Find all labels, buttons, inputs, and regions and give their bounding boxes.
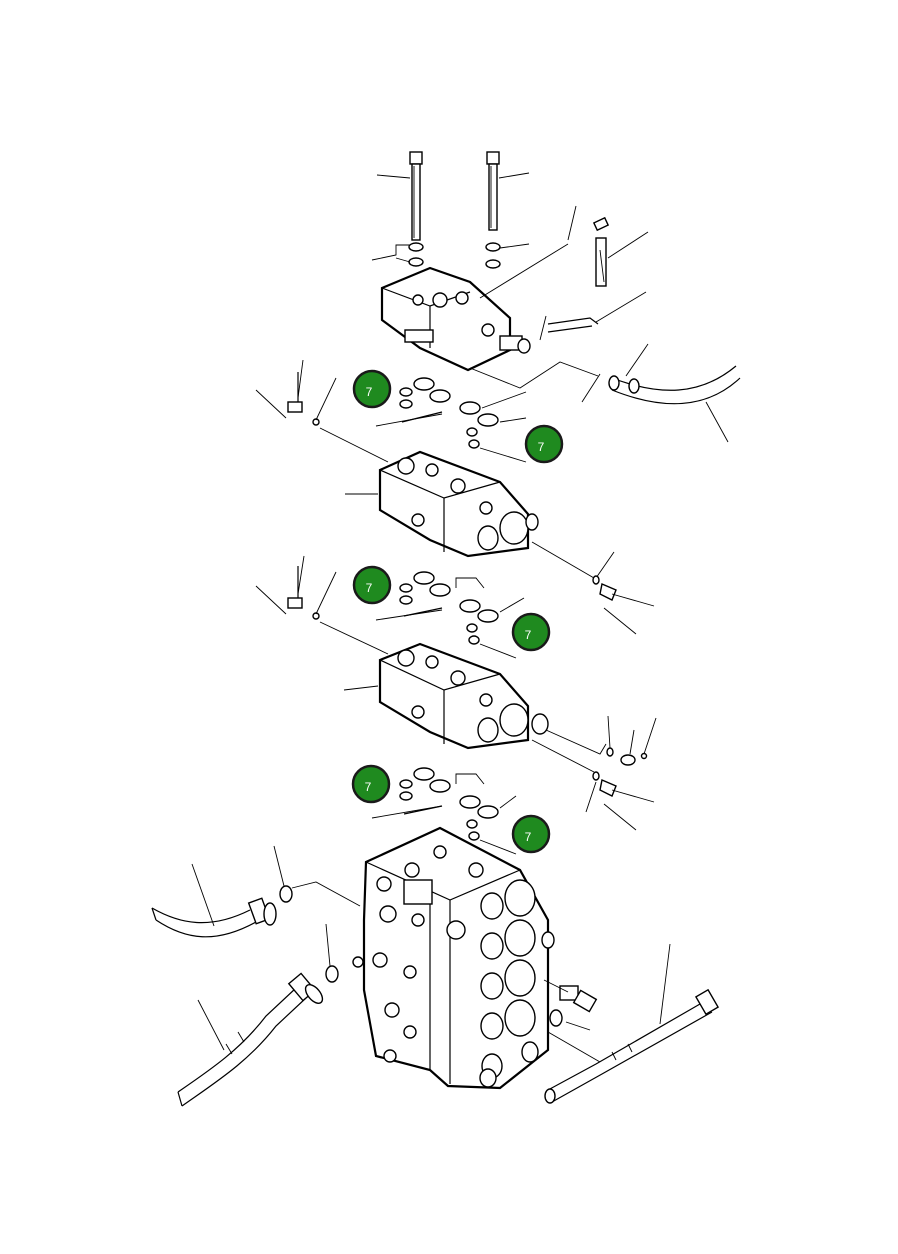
svg-text:7: 7 (365, 780, 372, 794)
top-bolt-right (486, 151, 500, 231)
svg-text:7: 7 (525, 830, 532, 844)
section1-seals (399, 377, 499, 449)
side-fitting-1 (592, 575, 655, 635)
left-hose-lower (177, 923, 364, 1107)
top-hose-assembly (469, 216, 741, 405)
callout-badge-7[interactable]: 7 (524, 424, 564, 464)
side-fitting-2 (585, 715, 657, 831)
svg-text:7: 7 (538, 440, 545, 454)
svg-text:7: 7 (525, 628, 532, 642)
callout-badge-7[interactable]: 7 (511, 612, 551, 652)
section3-seals (399, 767, 499, 841)
right-hose-lower (544, 943, 720, 1104)
section2-leader-lines (255, 555, 607, 773)
section2-fitting-left (287, 566, 320, 620)
callout-badge-7[interactable]: 7 (352, 565, 392, 605)
section1-valve-block (378, 450, 539, 558)
section3-leader-lines (371, 773, 517, 855)
top-cover-valve-body (380, 266, 531, 372)
section2-seals (399, 571, 499, 645)
section1-leader-lines (255, 359, 615, 579)
svg-text:7: 7 (366, 581, 373, 595)
main-control-valve-body (362, 826, 555, 1090)
callout-badge-7[interactable]: 7 (511, 814, 551, 854)
right-elbow-fitting (543, 979, 598, 1031)
section2-valve-block (378, 642, 549, 750)
top-washers (408, 242, 501, 269)
top-bolt-left (409, 151, 423, 241)
left-hose-upper (151, 845, 361, 938)
top-leader-lines (371, 172, 729, 443)
callout-badge-7[interactable]: 7 (351, 764, 391, 804)
svg-text:7: 7 (366, 385, 373, 399)
callout-badge-7[interactable]: 7 (352, 369, 392, 409)
section1-fitting-left (287, 372, 320, 426)
